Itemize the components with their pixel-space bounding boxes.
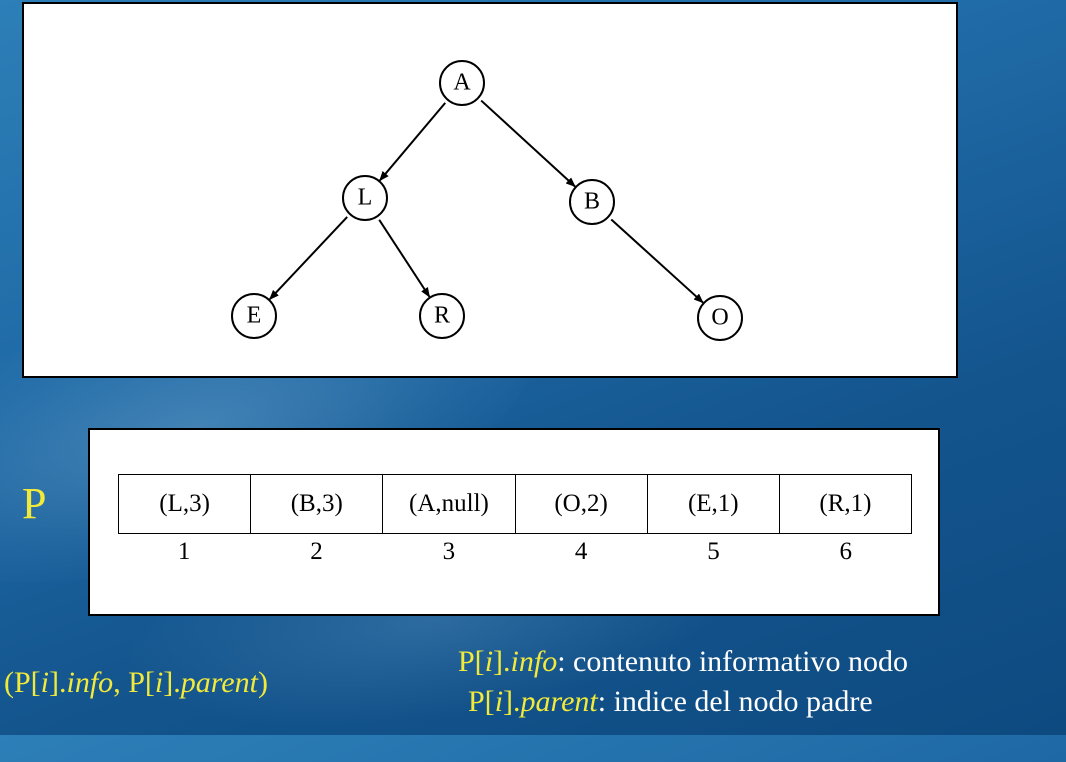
tuple-index-2: i: [154, 666, 164, 699]
tree-node-circle: [569, 179, 615, 225]
array-cell: (E,1): [648, 475, 780, 533]
tree-node-circle: [419, 293, 465, 339]
tree-node-circle: [342, 175, 388, 221]
parent-field: parent: [520, 685, 598, 718]
tree-node-label: A: [453, 70, 471, 96]
tree-edge-a-b: [480, 99, 576, 188]
tree-node-b: B: [569, 179, 615, 225]
tree-node-label: R: [434, 303, 450, 329]
tuple-mid-2: ].: [163, 666, 181, 699]
array-index: 3: [442, 538, 456, 565]
array-cell: (O,2): [516, 475, 648, 533]
array-cell: (A,null): [383, 475, 516, 533]
info-prefix: P[: [458, 645, 485, 678]
tree-node-circle: [697, 295, 743, 341]
array-name-label: P: [22, 479, 47, 528]
info-definition: P[i].info: contenuto informativo nodo: [458, 642, 908, 682]
tree-node-l: L: [342, 175, 388, 221]
tree-node-circle: [231, 293, 277, 339]
array-index: 5: [707, 538, 720, 565]
tree-node-label: O: [711, 305, 728, 331]
array-index: 4: [574, 538, 588, 565]
array-panel: (L,3) (B,3) (A,null) (O,2) (E,1) (R,1) 1…: [88, 428, 940, 616]
array-index: 2: [310, 538, 323, 565]
tuple-legend: (P[i].info, P[i].parent): [4, 666, 268, 700]
tuple-close: ): [257, 666, 268, 699]
tree-node-o: O: [697, 295, 743, 341]
tuple-parent: parent: [180, 666, 258, 699]
parent-description: : indice del nodo padre: [597, 685, 873, 718]
info-description: : contenuto informativo nodo: [557, 645, 908, 678]
tree-edge-l-e: [269, 216, 348, 300]
parent-definition: P[i].parent: indice del nodo padre: [458, 682, 908, 722]
tree-edge-l-r: [378, 219, 431, 298]
tree-node-e: E: [231, 293, 277, 339]
array-index-row: 1 2 3 4 5 6: [118, 538, 912, 570]
array-index: 6: [839, 538, 853, 565]
tuple-open: (P[: [4, 666, 41, 699]
tree-node-label: B: [584, 189, 600, 215]
tree-node-a: A: [439, 60, 485, 106]
tree-node-r: R: [419, 293, 465, 339]
tree-node-circle: [439, 60, 485, 106]
tuple-info: info: [66, 666, 114, 699]
tuple-mid-1: ].: [49, 666, 67, 699]
tree-node-label: L: [358, 185, 373, 211]
array-cell: (L,3): [119, 475, 252, 533]
parent-index: i: [494, 685, 504, 718]
parent-mid: ].: [503, 685, 521, 718]
tuple-index-1: i: [40, 666, 50, 699]
info-field: info: [510, 645, 558, 678]
field-legend: P[i].info: contenuto informativo nodo P[…: [458, 642, 908, 722]
tree-diagram-panel: A L B E R O: [22, 2, 958, 378]
array-index: 1: [177, 538, 191, 565]
array-cell: (B,3): [251, 475, 384, 533]
tree-edge-a-l: [379, 102, 447, 182]
tree-edge-b-o: [610, 218, 704, 304]
tree-node-label: E: [247, 303, 262, 329]
tree-diagram: A L B E R O: [231, 60, 743, 341]
tuple-comma: , P[: [113, 666, 155, 699]
array-row: (L,3) (B,3) (A,null) (O,2) (E,1) (R,1): [118, 474, 912, 534]
info-index: i: [484, 645, 494, 678]
parent-prefix: P[: [468, 685, 495, 718]
array-cell: (R,1): [819, 490, 872, 517]
info-mid: ].: [493, 645, 511, 678]
